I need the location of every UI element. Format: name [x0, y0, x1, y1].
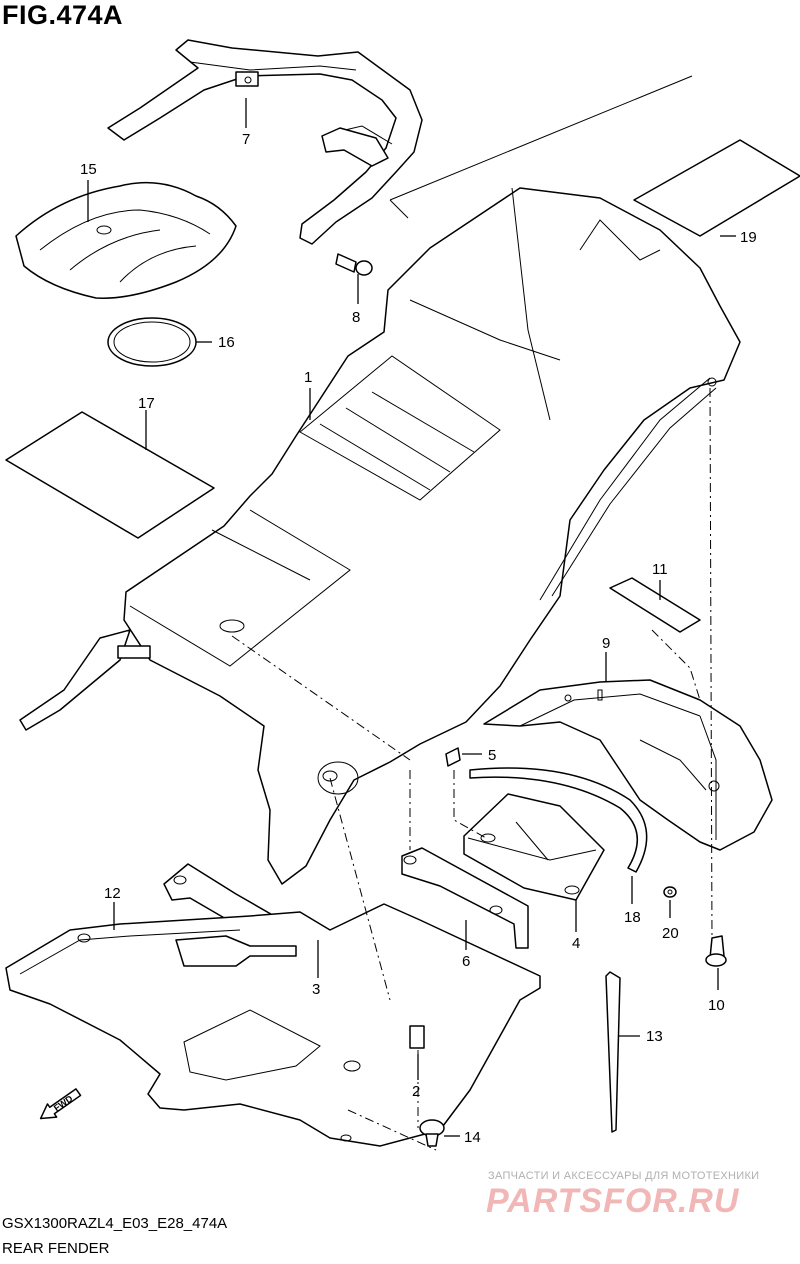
part-1-rear-fender: [19, 187, 741, 885]
watermark-tagline: ЗАПЧАСТИ И АКСЕССУАРЫ ДЛЯ МОТОТЕХНИКИ: [488, 1170, 760, 1182]
callout-9: 9: [602, 635, 610, 652]
figure-code: GSX1300RAZL4_E03_E28_474A: [2, 1215, 228, 1232]
callout-14: 14: [464, 1129, 481, 1146]
callout-4: 4: [572, 935, 580, 952]
callout-15: 15: [80, 161, 97, 178]
callout-18: 18: [624, 909, 641, 926]
callout-7: 7: [242, 131, 250, 148]
watermark-logo[interactable]: PARTSFOR.RU: [486, 1182, 740, 1220]
callout-3: 3: [312, 981, 320, 998]
callout-8: 8: [352, 309, 360, 326]
part-7-grab-rail: [107, 39, 423, 245]
callout-10: 10: [708, 997, 725, 1014]
callout-13: 13: [646, 1028, 663, 1045]
callout-numbers: 1 2 3 4 5 6 7 8 9 10 11 12 13 14 15 16 1…: [80, 131, 757, 1146]
fwd-arrow: FWD: [39, 1088, 82, 1120]
part-15-seat-cowl: [15, 181, 237, 299]
part-17-sheet: [5, 411, 215, 539]
part-16-ring: [107, 317, 197, 367]
callout-12: 12: [104, 885, 121, 902]
part-19-sheet: [633, 139, 800, 237]
part-18-band: [469, 767, 648, 873]
part-6-plate: [401, 847, 529, 949]
figure-name: REAR FENDER: [2, 1240, 110, 1257]
callout-1: 1: [304, 369, 312, 386]
callout-16: 16: [218, 334, 235, 351]
callout-6: 6: [462, 953, 470, 970]
part-11-pad: [609, 577, 701, 633]
fasteners: [335, 253, 727, 1147]
callout-2: 2: [412, 1083, 420, 1100]
leader-lines: [87, 98, 736, 1137]
callout-11: 11: [652, 561, 668, 578]
figure-title: FIG.474A: [2, 0, 124, 30]
callout-20: 20: [662, 925, 679, 942]
part-12-undertray: [5, 903, 541, 1147]
part-9-bracket: [483, 679, 773, 851]
callout-19: 19: [740, 229, 757, 246]
callout-5: 5: [488, 747, 496, 764]
callout-17: 17: [138, 395, 155, 412]
part-4-bracket: [463, 793, 605, 901]
